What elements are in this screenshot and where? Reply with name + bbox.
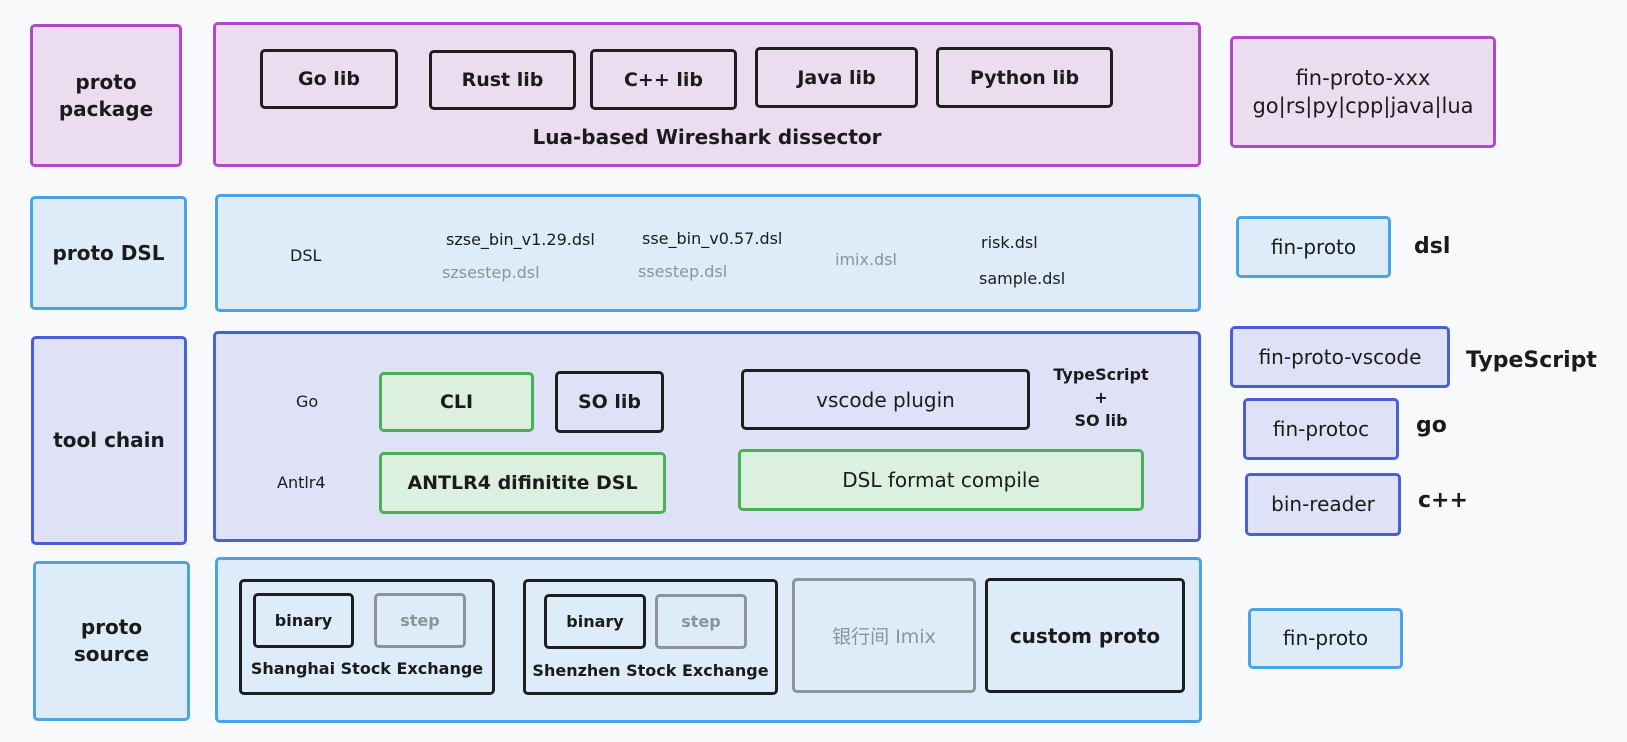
java-lib-box: Java lib	[755, 47, 918, 108]
go-lang-label: go	[1416, 413, 1447, 438]
tool-chain-label: tool chain	[53, 428, 165, 452]
wireshark-dissector-caption: Lua-based Wireshark dissector	[532, 125, 882, 149]
fin-protoc-repo: fin-protoc	[1243, 398, 1399, 460]
fin-proto-vscode-repo: fin-proto-vscode	[1230, 326, 1450, 388]
dsl-lang-label: dsl	[1414, 234, 1451, 259]
proto-dsl-row-label: proto DSL	[30, 196, 187, 310]
proto-dsl-label: proto DSL	[52, 240, 165, 265]
go-tag: Go	[296, 392, 319, 411]
so-lib-box: SO lib	[555, 371, 664, 433]
dsl-format-compile-label: DSL format compile	[842, 468, 1040, 492]
shanghai-step-label: step	[400, 611, 440, 630]
rust-lib-box: Rust lib	[429, 50, 576, 110]
fin-proto-xxx-repo: fin-proto-xxx go|rs|py|cpp|java|lua	[1230, 36, 1496, 148]
go-lib-box: Go lib	[260, 49, 398, 109]
interbank-imix-label: 银行间 Imix	[832, 626, 936, 648]
szsestep-dsl-file: szsestep.dsl	[442, 263, 540, 282]
bin-reader-label: bin-reader	[1271, 492, 1375, 516]
cpp-lib-label: C++ lib	[623, 68, 704, 91]
custom-proto-box: custom proto	[985, 578, 1185, 693]
fin-protoc-label: fin-protoc	[1272, 416, 1370, 441]
java-lib-label: Java lib	[797, 66, 876, 89]
shanghai-step-box: step	[374, 593, 466, 648]
proto-package-row-label: proto package	[30, 24, 182, 167]
bin-reader-repo: bin-reader	[1245, 473, 1401, 536]
antlr4-dsl-box: ANTLR4 difinitite DSL	[379, 452, 666, 514]
risk-dsl-file: risk.dsl	[981, 233, 1038, 252]
tool-chain-row-label: tool chain	[31, 336, 187, 545]
custom-proto-label: custom proto	[1009, 623, 1161, 648]
typescript-so-lib-note: TypeScript + SO lib	[1053, 365, 1149, 430]
shenzhen-exchange-box: binary step Shenzhen Stock Exchange	[523, 579, 778, 695]
sse-bin-dsl-file: sse_bin_v0.57.dsl	[642, 229, 783, 248]
fin-proto-source-repo-label: fin-proto	[1282, 626, 1369, 650]
szse-bin-dsl-file: szse_bin_v1.29.dsl	[446, 230, 595, 249]
proto-source-row-label: proto source	[33, 561, 190, 721]
shenzhen-binary-label: binary	[566, 612, 624, 631]
rust-lib-label: Rust lib	[461, 69, 544, 91]
proto-package-label: proto package	[58, 69, 154, 121]
cli-box: CLI	[379, 372, 534, 432]
typescript-lang-label: TypeScript	[1466, 348, 1597, 373]
fin-proto-dsl-repo: fin-proto	[1236, 216, 1391, 278]
antlr4-tag: Antlr4	[277, 473, 326, 492]
shanghai-binary-label: binary	[274, 611, 333, 630]
proto-dsl-container: DSL szse_bin_v1.29.dsl szsestep.dsl sse_…	[215, 194, 1201, 312]
fin-proto-xxx-label: fin-proto-xxx go|rs|py|cpp|java|lua	[1252, 66, 1474, 118]
sample-dsl-file: sample.dsl	[979, 269, 1066, 288]
ssestep-dsl-file: ssestep.dsl	[638, 262, 728, 281]
vscode-plugin-label: vscode plugin	[816, 387, 955, 412]
go-lib-label: Go lib	[298, 68, 360, 90]
proto-source-container: binary step Shanghai Stock Exchange bina…	[215, 557, 1202, 723]
dsl-tag: DSL	[290, 246, 322, 265]
shanghai-exchange-name: Shanghai Stock Exchange	[250, 659, 484, 678]
dsl-format-compile-box: DSL format compile	[738, 449, 1144, 511]
shenzhen-step-label: step	[681, 612, 721, 631]
interbank-imix-box: 银行间 Imix	[792, 578, 976, 693]
shanghai-binary-box: binary	[253, 593, 354, 648]
so-lib-label: SO lib	[577, 391, 642, 413]
fin-proto-source-repo: fin-proto	[1248, 608, 1403, 669]
cli-label: CLI	[439, 391, 474, 413]
shanghai-exchange-box: binary step Shanghai Stock Exchange	[239, 579, 495, 695]
fin-proto-vscode-label: fin-proto-vscode	[1258, 344, 1422, 369]
python-lib-label: Python lib	[969, 66, 1080, 89]
proto-package-container: Go lib Rust lib C++ lib Java lib Python …	[213, 22, 1201, 167]
vscode-plugin-box: vscode plugin	[741, 369, 1030, 430]
antlr4-dsl-label: ANTLR4 difinitite DSL	[407, 472, 638, 494]
shenzhen-exchange-name: Shenzhen Stock Exchange	[532, 661, 769, 680]
python-lib-box: Python lib	[936, 47, 1113, 108]
shenzhen-binary-box: binary	[544, 594, 646, 649]
imix-dsl-file: imix.dsl	[835, 250, 897, 269]
tool-chain-container: Go Antlr4 CLI SO lib vscode plugin TypeS…	[213, 331, 1201, 542]
fin-proto-dsl-repo-label: fin-proto	[1270, 234, 1357, 259]
shenzhen-step-box: step	[655, 594, 747, 649]
proto-source-label: proto source	[73, 615, 150, 666]
cpp-lib-box: C++ lib	[590, 49, 737, 110]
cpp-lang-label: c++	[1418, 488, 1468, 513]
